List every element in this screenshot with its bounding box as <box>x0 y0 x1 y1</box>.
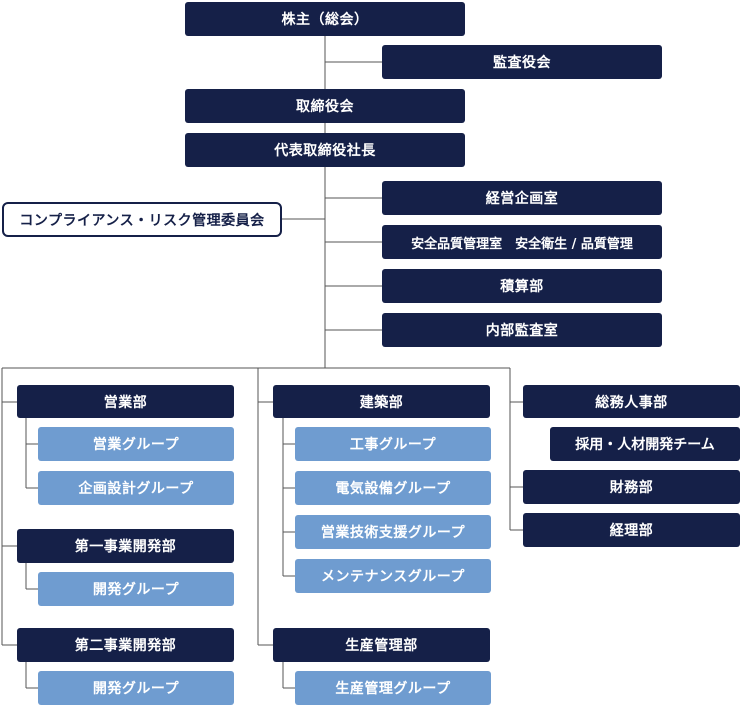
node-board: 取締役会 <box>185 89 465 123</box>
node-planning-office: 経営企画室 <box>382 181 662 215</box>
node-production-group: 生産管理グループ <box>295 671 491 705</box>
node-recruitment-team: 採用・人材開発チーム <box>550 427 740 461</box>
node-auditors: 監査役会 <box>382 45 662 79</box>
node-maintenance-group: メンテナンスグループ <box>295 559 491 593</box>
node-design-group: 企画設計グループ <box>38 471 234 505</box>
node-accounting-dept: 経理部 <box>523 513 740 547</box>
node-compliance-committee: コンプライアンス・リスク管理委員会 <box>2 202 282 237</box>
node-sales-tech-group: 営業技術支援グループ <box>295 515 491 549</box>
node-president: 代表取締役社長 <box>185 133 465 167</box>
node-sales-group: 営業グループ <box>38 427 234 461</box>
node-construction-dept: 建築部 <box>273 385 490 418</box>
node-sales-dept: 営業部 <box>17 385 234 418</box>
node-general-affairs-dept: 総務人事部 <box>523 385 740 418</box>
node-works-group: 工事グループ <box>295 427 491 461</box>
node-estimation-dept: 積算部 <box>382 269 662 303</box>
node-shareholders: 株主（総会） <box>185 2 465 36</box>
node-internal-audit: 内部監査室 <box>382 313 662 347</box>
node-electrical-group: 電気設備グループ <box>295 471 491 505</box>
node-production-dept: 生産管理部 <box>273 628 490 662</box>
node-quality-office: 安全品質管理室 安全衛生 / 品質管理 <box>382 225 662 259</box>
node-dev1-dept: 第一事業開発部 <box>17 529 234 563</box>
node-finance-dept: 財務部 <box>523 470 740 504</box>
node-dev2-dept: 第二事業開発部 <box>17 628 234 662</box>
node-dev2-group: 開発グループ <box>38 671 234 705</box>
node-dev1-group: 開発グループ <box>38 572 234 606</box>
